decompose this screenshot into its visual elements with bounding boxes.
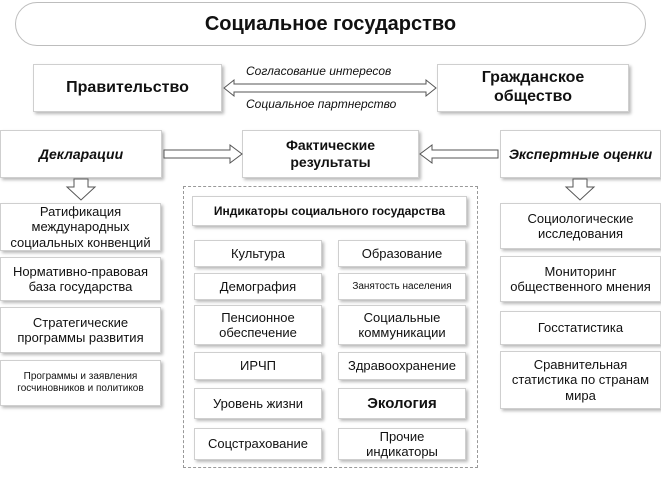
actual-results-box: Фактические результаты <box>242 130 419 178</box>
right-item-sociological-research: Социологические исследования <box>500 203 661 249</box>
indicator-pension: Пенсионное обеспечение <box>194 305 322 345</box>
indicator-other: Прочие индикаторы <box>338 428 466 460</box>
indicator-healthcare: Здравоохранение <box>338 352 466 380</box>
indicator-education: Образование <box>338 240 466 267</box>
indicators-header: Индикаторы социального государства <box>192 196 467 226</box>
arrow-expert-to-results <box>419 144 499 164</box>
indicator-employment: Занятость населения <box>338 273 466 300</box>
double-arrow-partnership <box>223 78 437 98</box>
government-box: Правительство <box>33 64 222 112</box>
diagram-title: Социальное государство <box>15 2 646 46</box>
indicators-frame <box>183 186 478 468</box>
arrow-label-partnership: Социальное партнерство <box>246 97 397 111</box>
indicator-demography: Демография <box>194 273 322 300</box>
arrow-down-right <box>564 178 596 201</box>
left-item-statements: Программы и заявления госчиновников и по… <box>0 360 161 406</box>
declarations-box: Декларации <box>0 130 162 178</box>
indicator-hdi: ИРЧП <box>194 352 322 380</box>
arrow-declarations-to-results <box>163 144 243 164</box>
expert-assessments-box: Экспертные оценки <box>500 130 661 178</box>
right-item-comparative-statistics: Сравнительная статистика по странам мира <box>500 351 661 409</box>
left-item-legal-base: Нормативно-правовая база государства <box>0 257 161 301</box>
indicator-social-insurance: Соцстрахование <box>194 428 322 460</box>
right-item-opinion-monitoring: Мониторинг общественного мнения <box>500 256 661 302</box>
indicator-ecology: Экология <box>338 388 466 419</box>
indicator-living-standard: Уровень жизни <box>194 388 322 419</box>
indicator-social-communications: Социальные коммуникации <box>338 305 466 345</box>
civil-society-box: Гражданское общество <box>437 64 629 112</box>
arrow-down-left <box>65 178 97 201</box>
arrow-label-interests: Согласование интересов <box>246 64 392 78</box>
right-item-state-statistics: Госстатистика <box>500 311 661 345</box>
indicator-culture: Культура <box>194 240 322 267</box>
left-item-ratification: Ратификация международных социальных кон… <box>0 203 161 251</box>
left-item-strategic-programs: Стратегические программы развития <box>0 307 161 353</box>
